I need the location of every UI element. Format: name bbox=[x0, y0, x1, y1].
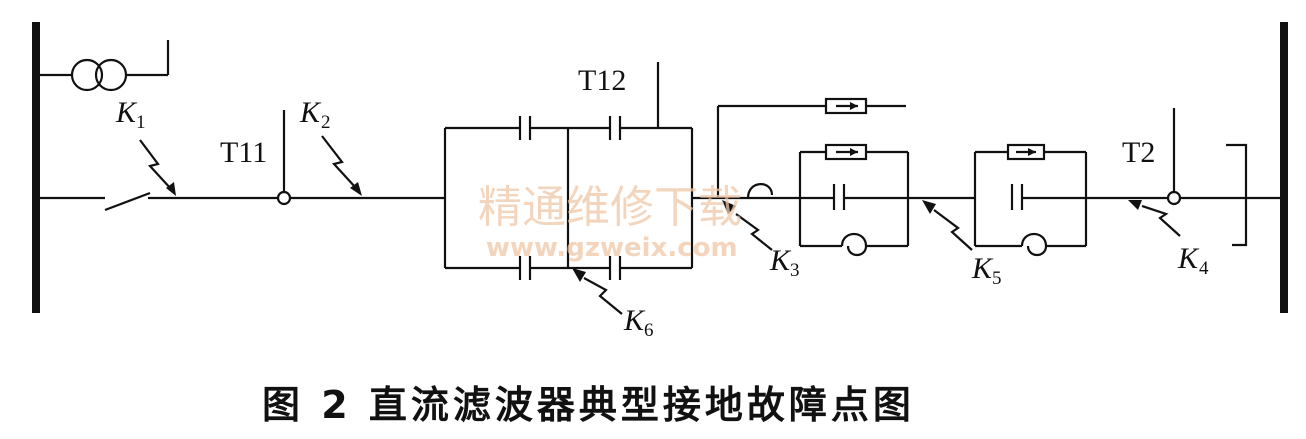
watermark-cn: 精通维修下载 bbox=[478, 182, 742, 233]
svg-text:K: K bbox=[299, 96, 322, 129]
fault-k3-bolt bbox=[722, 200, 773, 251]
capacitor-bank bbox=[443, 116, 718, 280]
label-t12: T12 bbox=[578, 64, 626, 97]
figure-caption: 图 2 直流滤波器典型接地故障点图 bbox=[262, 383, 915, 427]
transformer-symbol bbox=[36, 40, 170, 92]
label-t2: T2 bbox=[1122, 136, 1155, 169]
fault-label-k3: K 3 bbox=[769, 244, 800, 281]
fault-label-k4: K 4 bbox=[1177, 242, 1209, 279]
filter-branch-1 bbox=[718, 143, 975, 257]
svg-text:5: 5 bbox=[992, 268, 1002, 289]
fault-label-k1: K 1 bbox=[115, 96, 146, 133]
top-arrester-branch bbox=[716, 97, 906, 198]
ct-t2 bbox=[1166, 108, 1284, 206]
svg-text:6: 6 bbox=[644, 320, 654, 341]
label-t11: T11 bbox=[220, 136, 267, 169]
svg-text:K: K bbox=[623, 304, 646, 337]
fault-k2-bolt bbox=[321, 135, 362, 196]
svg-text:K: K bbox=[769, 244, 792, 277]
fault-k6-bolt bbox=[572, 268, 623, 315]
fault-k4-bolt bbox=[1128, 200, 1181, 237]
fault-label-k2: K 2 bbox=[299, 96, 331, 133]
svg-text:K: K bbox=[971, 252, 994, 285]
svg-text:2: 2 bbox=[321, 112, 331, 133]
right-bracket bbox=[1226, 143, 1248, 247]
ct-t11 bbox=[276, 110, 292, 206]
fault-k5-bolt bbox=[922, 200, 973, 251]
svg-text:3: 3 bbox=[790, 260, 800, 281]
fault-label-k6: K 6 bbox=[623, 304, 654, 341]
svg-text:K: K bbox=[1177, 242, 1200, 275]
disconnect-switch bbox=[104, 191, 151, 212]
svg-text:1: 1 bbox=[136, 112, 146, 133]
fault-label-k5: K 5 bbox=[971, 252, 1002, 289]
fault-k1-bolt bbox=[139, 139, 176, 196]
filter-branch-2 bbox=[973, 143, 1168, 257]
svg-text:4: 4 bbox=[1199, 258, 1209, 279]
watermark-url: www.gzweix.com bbox=[486, 233, 738, 263]
main-line bbox=[36, 191, 445, 212]
svg-text:K: K bbox=[115, 96, 138, 129]
